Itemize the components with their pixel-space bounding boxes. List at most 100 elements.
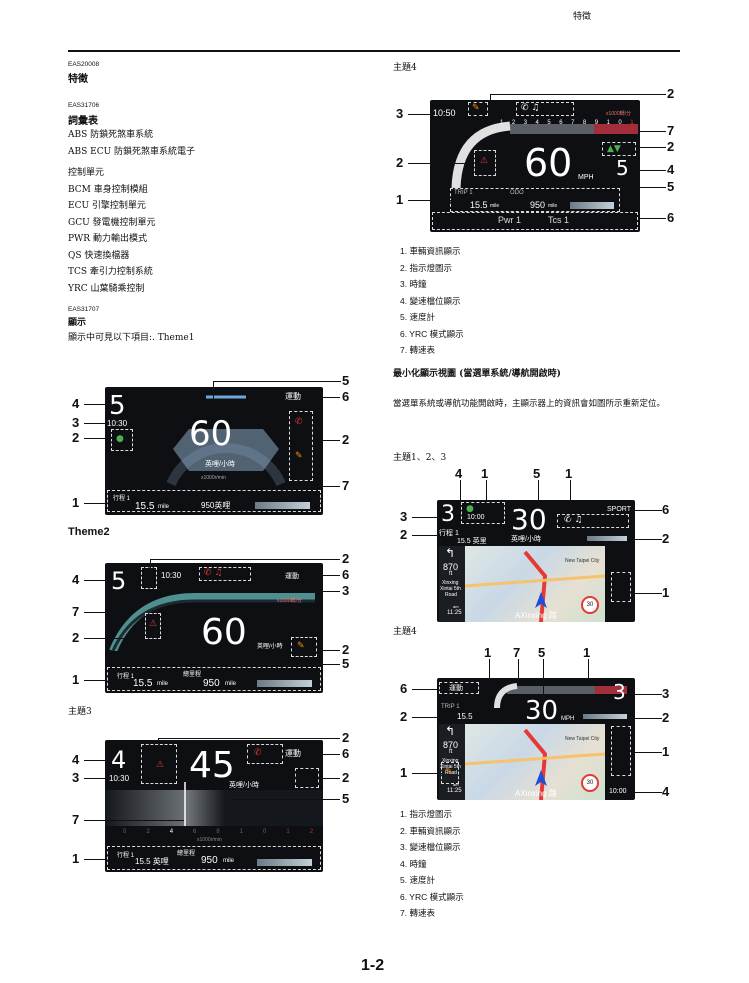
speed-limit-sign: 30 [581, 596, 599, 614]
gear-display: 3 [613, 680, 626, 704]
callout-number: 5 [342, 656, 350, 671]
callout-number: 2 [662, 710, 670, 725]
indicator-group [611, 572, 631, 602]
leader-line [412, 717, 438, 718]
callout-number: 3 [396, 106, 404, 121]
legend-item: 1. 車輛資訊顯示 [400, 246, 461, 256]
yrc-mode-panel [439, 682, 479, 694]
rpm-ticks: 123456789101112 [500, 120, 640, 126]
yrc-mode: SPORT [607, 506, 631, 513]
leader-line [84, 438, 112, 439]
dash-screen-theme2: 5 10:30 ✆ ♫ 運動 x1000轉/分 ⚠ 60 英哩/小時 ✎ 行程 … [105, 563, 323, 693]
leader-line [84, 404, 106, 405]
callout-number: 2 [342, 642, 350, 657]
leader-line [150, 559, 151, 569]
leader-line [632, 792, 662, 793]
road-name: AXinxing 路 [515, 611, 557, 620]
trip-value: 15.5 英哩 [135, 857, 169, 866]
tachometer-arc [451, 121, 638, 188]
rpm-tick: 5 [547, 120, 560, 126]
speed-unit: 英哩/小時 [229, 782, 259, 789]
display-text: 顯示中可見以下項目:. Theme1 [68, 333, 195, 343]
rpm-tick: 8 [582, 120, 595, 126]
phone-icon: ✆ [295, 417, 303, 427]
indicator-group: ✎ [468, 102, 488, 116]
code-label: EAS31706 [68, 102, 100, 109]
phone-icon: ✆ ♫ [521, 103, 540, 113]
odometer: 950 [201, 855, 218, 866]
glossary-item: TCS 牽引力控制系統 [68, 267, 153, 277]
rpm-tick: 10 [239, 829, 287, 835]
leader-line [318, 575, 340, 576]
theme4b-legend: 1. 指示燈圖示 2. 車輛資訊顯示 3. 變速檔位顯示 4. 時鐘 5. 速度… [400, 806, 464, 922]
callout-number: 6 [342, 746, 350, 761]
legend-item: 4. 變速檔位顯示 [400, 295, 461, 306]
leader-line [632, 718, 662, 719]
indicator-group: ⚠ [141, 744, 177, 784]
theme4-legend: 1. 車輛資訊顯示 2. 指示燈圖示 3. 時鐘 4. 變速檔位顯示 5. 速度… [400, 243, 464, 359]
callout-number: 3 [72, 770, 80, 785]
callout-number: 2 [400, 709, 408, 724]
vehicle-info-panel [107, 490, 321, 512]
leader-line [84, 638, 144, 639]
leader-line [588, 659, 589, 685]
leader-line [632, 593, 662, 594]
leader-line [158, 738, 159, 746]
leader-line [640, 170, 666, 171]
leader-line [84, 760, 106, 761]
speedometer: 30 [511, 503, 547, 536]
street-line: Xinxing [442, 580, 459, 586]
turn-distance-unit: ft [449, 571, 453, 577]
eta: 11:25 [447, 788, 462, 794]
callout-number: 7 [667, 123, 675, 138]
callout-number: 2 [400, 527, 408, 542]
city-label: New Taipei City [565, 558, 600, 564]
leader-line [318, 778, 340, 779]
trip-label: 行程 1 [117, 853, 135, 859]
yrc-mode: 運動 [285, 749, 301, 758]
callout-number: 6 [662, 502, 670, 517]
rpm-tick: 7 [571, 120, 583, 126]
leader-line [213, 381, 214, 421]
leader-line [632, 752, 662, 753]
leader-line [318, 397, 340, 398]
leader-line [318, 754, 340, 755]
yrc-mode: 運動 [285, 573, 299, 580]
callout-number: 6 [667, 210, 675, 225]
leader-line [412, 517, 438, 518]
callout-number: 5 [342, 791, 350, 806]
road-name: AXinxing 路 [515, 789, 557, 798]
rpm-tick: 6 [193, 829, 217, 835]
rpm-tick: 2 [146, 829, 170, 835]
clock: 10:00 [609, 788, 627, 795]
legend-item: 5. 速度計 [400, 875, 435, 885]
callout-number: 4 [72, 752, 80, 767]
section-title: 特徵 [68, 74, 88, 85]
leader-line [486, 480, 487, 502]
speed-unit: 英哩/小時 [205, 461, 235, 468]
speed-unit: 英哩/小時 [511, 536, 541, 543]
warning-icon: ⚠ [156, 760, 165, 770]
leader-line [230, 799, 340, 800]
callout-number: 1 [662, 744, 670, 759]
wrench-icon: ✎ [297, 641, 305, 651]
leader-line [460, 480, 461, 508]
min-view-title: 最小化顯示視圖 (當選單系統/導航開啟時) [393, 369, 561, 379]
speed-unit: MPH [561, 716, 575, 722]
callout-number: 2 [662, 531, 670, 546]
indicator-group: ● [461, 502, 505, 524]
rpm-tick: 4 [535, 120, 548, 126]
dash-screen-theme1: 5 10:30 60 英哩/小時 x1000r/min 運動 ● ✆ ✎ 行程 … [105, 387, 323, 515]
leader-line [84, 503, 106, 504]
street-line: Road [445, 592, 457, 598]
theme123-title: 主題1、2、3 [393, 453, 447, 463]
callout-number: 1 [565, 466, 573, 481]
street-line: Xintai 5th [440, 586, 461, 592]
speed-limit-sign: 30 [581, 774, 599, 792]
callout-number: 4 [662, 784, 670, 799]
trip-unit: mile [158, 504, 170, 510]
trip-value: 15.5 [470, 200, 488, 210]
leader-line [84, 612, 110, 613]
odo-label: 總里程 [177, 851, 196, 857]
turn-left-icon: ↰ [445, 546, 456, 560]
